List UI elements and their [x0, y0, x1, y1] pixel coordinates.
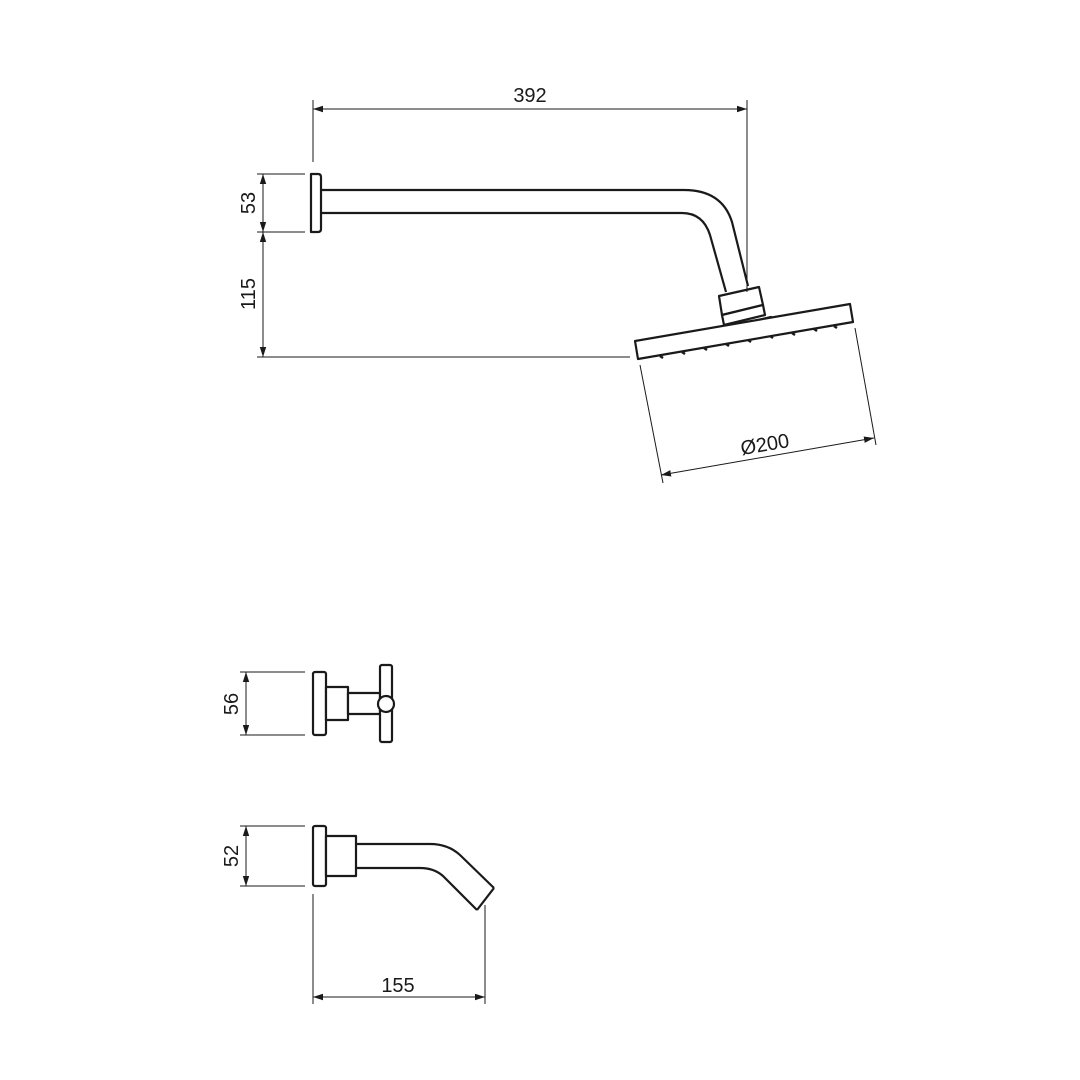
dimension-label-115: 115	[238, 278, 260, 310]
handle-wall-flange	[311, 670, 328, 737]
shower-wall-flange	[309, 172, 323, 234]
shower-arm	[321, 188, 750, 287]
spout-tip	[476, 887, 495, 911]
spout-tube	[356, 842, 495, 889]
dimension-label-56: 56	[221, 693, 243, 715]
spout-body	[324, 834, 358, 878]
dimension-label-diameter: Ø200	[739, 430, 791, 460]
dimension-handle-height: 56	[221, 671, 305, 736]
dimension-spout-projection: 155	[312, 894, 486, 1004]
wall-handle-assembly	[311, 663, 396, 744]
dimension-label-52: 52	[221, 845, 243, 867]
shower-arm-assembly	[309, 172, 855, 361]
shower-arm-lower-edge	[321, 211, 728, 293]
handle-stem	[346, 691, 382, 716]
spout-tube-lower-edge	[356, 866, 478, 911]
shower-swivel-ring	[720, 303, 767, 327]
handle-knob-icon	[376, 694, 396, 714]
shower-head-nozzles	[659, 324, 838, 360]
dimension-spout-flange-height: 52	[221, 825, 305, 887]
handle-body	[324, 685, 350, 722]
spout-wall-flange	[311, 824, 328, 888]
dimension-label-155: 155	[381, 975, 414, 997]
dimension-flange-height: 53	[238, 173, 305, 233]
dimension-arm-length: 392	[312, 85, 748, 292]
dimension-drop-height: 115	[238, 232, 630, 358]
spout-assembly	[311, 824, 495, 911]
dimension-label-392: 392	[513, 85, 546, 107]
dimension-label-53: 53	[238, 192, 260, 214]
shower-head-plate	[633, 302, 855, 361]
